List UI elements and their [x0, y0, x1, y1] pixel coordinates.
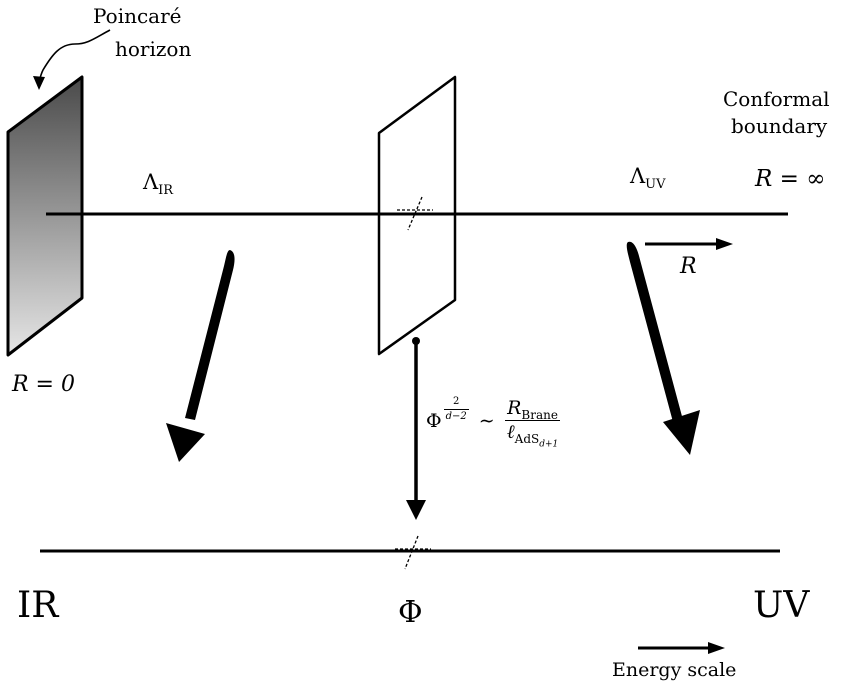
brane-projection-arrowhead: [406, 500, 426, 520]
poincare-horizon-plane: [6, 75, 84, 357]
r-zero-label: R = 0: [12, 372, 75, 397]
r-infinity-label: R = ∞: [755, 166, 826, 192]
lambda-ir-label: ΛIR: [143, 170, 173, 198]
conformal-label-line2: boundary: [731, 114, 828, 138]
r-direction-label: R: [680, 254, 697, 279]
poincare-pointer-arrowhead: [33, 76, 45, 90]
formula-r: R: [507, 397, 522, 420]
uv-label: UV: [753, 585, 810, 626]
formula-ads-dim: d+1: [539, 439, 559, 450]
formula-denominator: ℓAdSd+1: [505, 421, 561, 449]
conformal-label-line1: Conformal: [723, 87, 830, 111]
lambda-uv-symbol: Λ: [630, 164, 646, 188]
lambda-uv-label: ΛUV: [630, 164, 666, 192]
formula-relation: ∼: [478, 410, 495, 432]
r-direction-arrowhead: [716, 238, 733, 250]
poincare-label-line2: horizon: [115, 37, 192, 61]
phi-label: Φ: [398, 595, 423, 630]
formula-exponent-num: 2: [443, 397, 469, 410]
ir-flow-arrow-stroke: [185, 250, 235, 420]
poincare-label-line1: Poincaré: [93, 4, 182, 28]
lambda-uv-subscript: UV: [645, 177, 666, 193]
brane-crossing-marker-v: [407, 196, 423, 231]
uv-flow-arrow-stroke: [626, 241, 683, 422]
formula-exponent-den: d−2: [445, 411, 467, 422]
lambda-ir-subscript: IR: [158, 183, 174, 199]
ir-label: IR: [17, 585, 59, 626]
brane-plane: [377, 75, 457, 356]
formula-r-sub: Brane: [521, 408, 558, 423]
formula-ratio: RBrane ℓAdSd+1: [504, 397, 561, 449]
ir-flow-arrowhead: [166, 423, 205, 462]
poincare-pointer-curve: [38, 29, 111, 83]
formula-ads: AdS: [514, 432, 540, 447]
uv-flow-arrowhead: [663, 410, 700, 455]
formula-ell-sub: AdSd+1: [514, 432, 559, 449]
lambda-ir-symbol: Λ: [143, 170, 159, 194]
energy-scale-arrowhead: [708, 642, 725, 654]
formula-ell: ℓ: [506, 421, 515, 444]
energy-scale-label: Energy scale: [612, 659, 737, 681]
formula-numerator: RBrane: [504, 397, 561, 423]
formula-phi: Φ: [426, 410, 442, 432]
phi-crossing-marker-v: [404, 535, 419, 570]
